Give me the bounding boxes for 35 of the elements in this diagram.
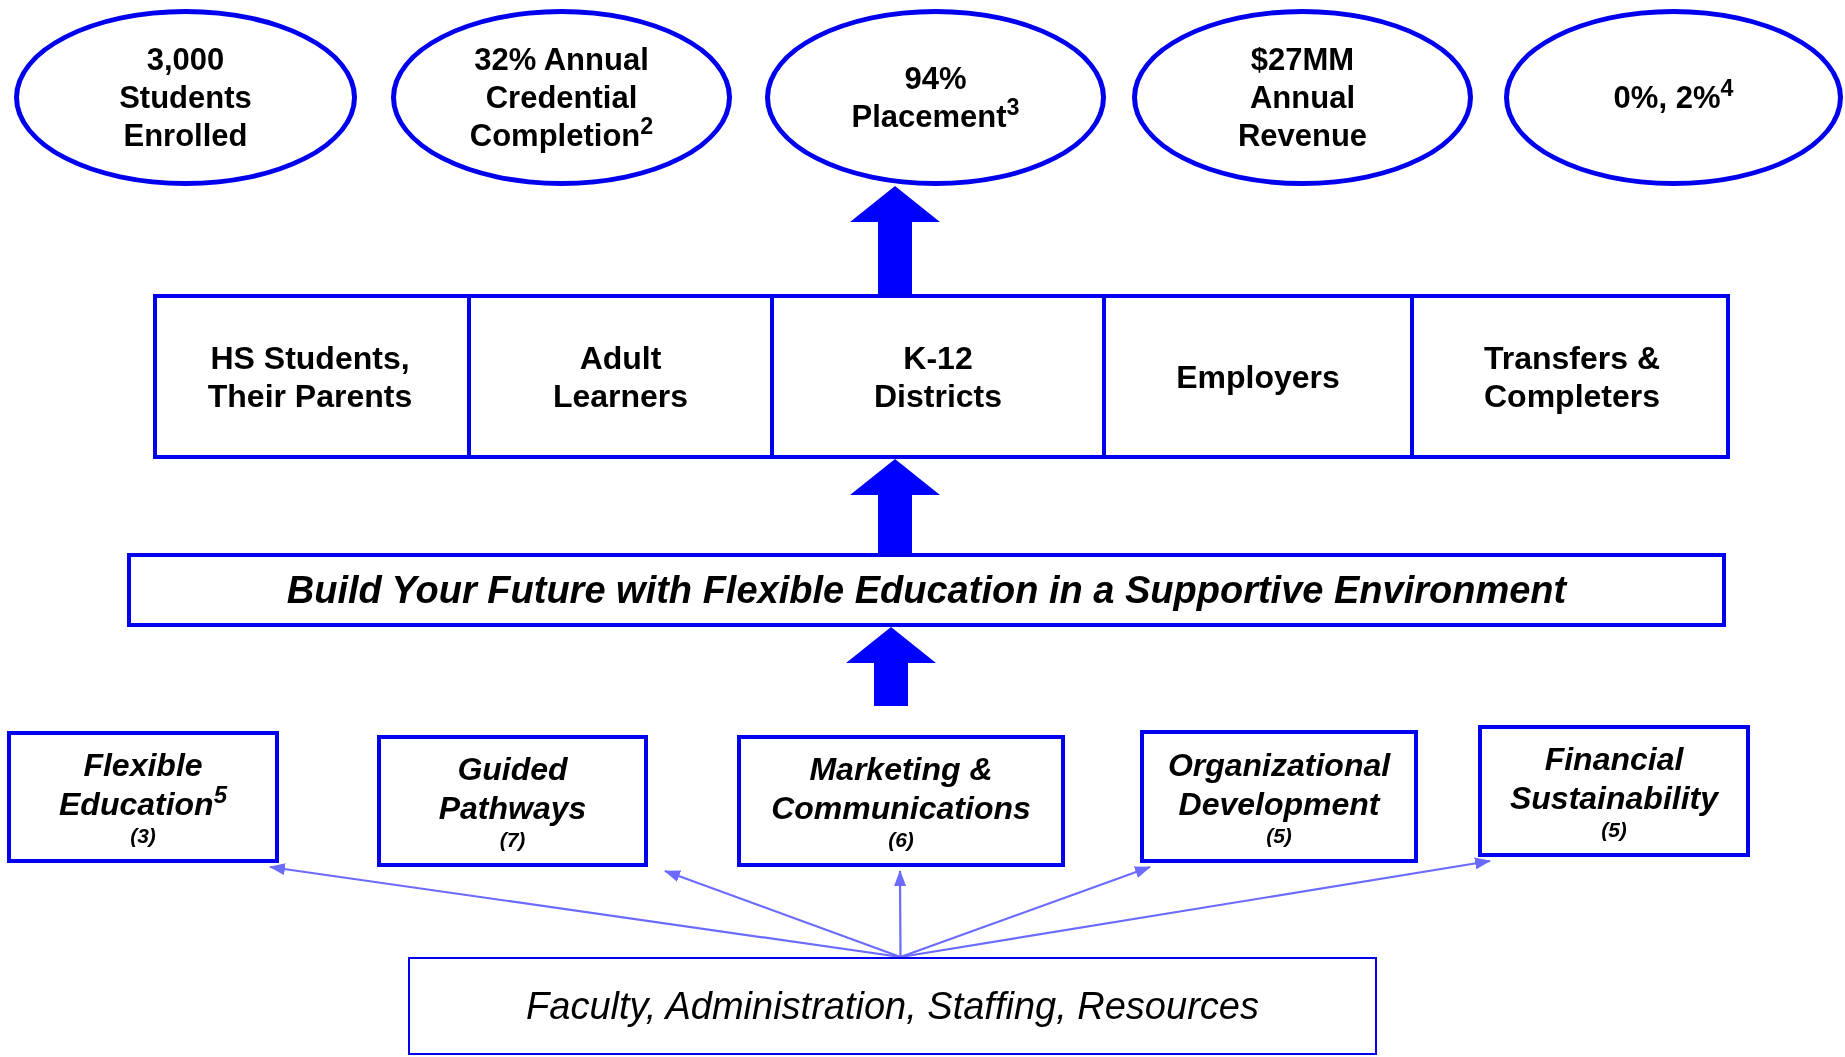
foundation-box: Faculty, Administration, Staffing, Resources xyxy=(408,957,1377,1055)
pillar-count: (3) xyxy=(130,824,156,848)
block-arrow xyxy=(846,627,936,706)
pillar-title: Flexible Education$^{5}$ xyxy=(58,746,229,824)
metric-ellipse: 3,000 Students Enrolled xyxy=(14,9,357,186)
pillar-box xyxy=(377,735,648,867)
pillar-count: (6) xyxy=(888,828,914,852)
arrow xyxy=(900,857,1491,959)
pillar-title: Guided Pathways xyxy=(437,750,588,828)
metric-ellipse: $27MM Annual Revenue xyxy=(1132,9,1473,186)
arrow xyxy=(900,865,1151,959)
audience-cell: Transfers & Completers xyxy=(1410,294,1730,459)
pillar-box xyxy=(7,731,279,863)
pillar-box xyxy=(1478,725,1750,857)
metric-ellipse: 0%, 2%$^{4}$ xyxy=(1504,9,1843,186)
pillar-box xyxy=(1140,730,1418,863)
audience-cell: Employers xyxy=(1102,294,1410,459)
pillar-title: Financial Sustainability xyxy=(1508,740,1720,818)
metric-ellipse: 94% Placement$^{3}$ xyxy=(765,9,1106,186)
pillar-count: (5) xyxy=(1266,823,1292,848)
pillar-count: (5) xyxy=(1601,818,1627,842)
arrow xyxy=(894,870,907,957)
pillar-title: Marketing & Communications xyxy=(770,750,1032,828)
audience-cell: K-12 Districts xyxy=(770,294,1102,459)
audience-row-box xyxy=(153,294,1730,459)
audience-cell: HS Students, Their Parents xyxy=(153,294,467,459)
audience-cell: Adult Learners xyxy=(467,294,770,459)
metric-ellipse: 32% Annual Credential Completion$^{2}$ xyxy=(391,9,732,186)
pillar-title: Organizational Development xyxy=(1166,745,1392,824)
block-arrow xyxy=(850,186,940,294)
arrow xyxy=(664,869,901,959)
pillar-count: (7) xyxy=(499,828,526,852)
block-arrow xyxy=(850,459,940,553)
pillar-box xyxy=(737,735,1065,867)
mission-banner: Build Your Future with Flexible Education in a Supportive Environment xyxy=(127,553,1726,627)
